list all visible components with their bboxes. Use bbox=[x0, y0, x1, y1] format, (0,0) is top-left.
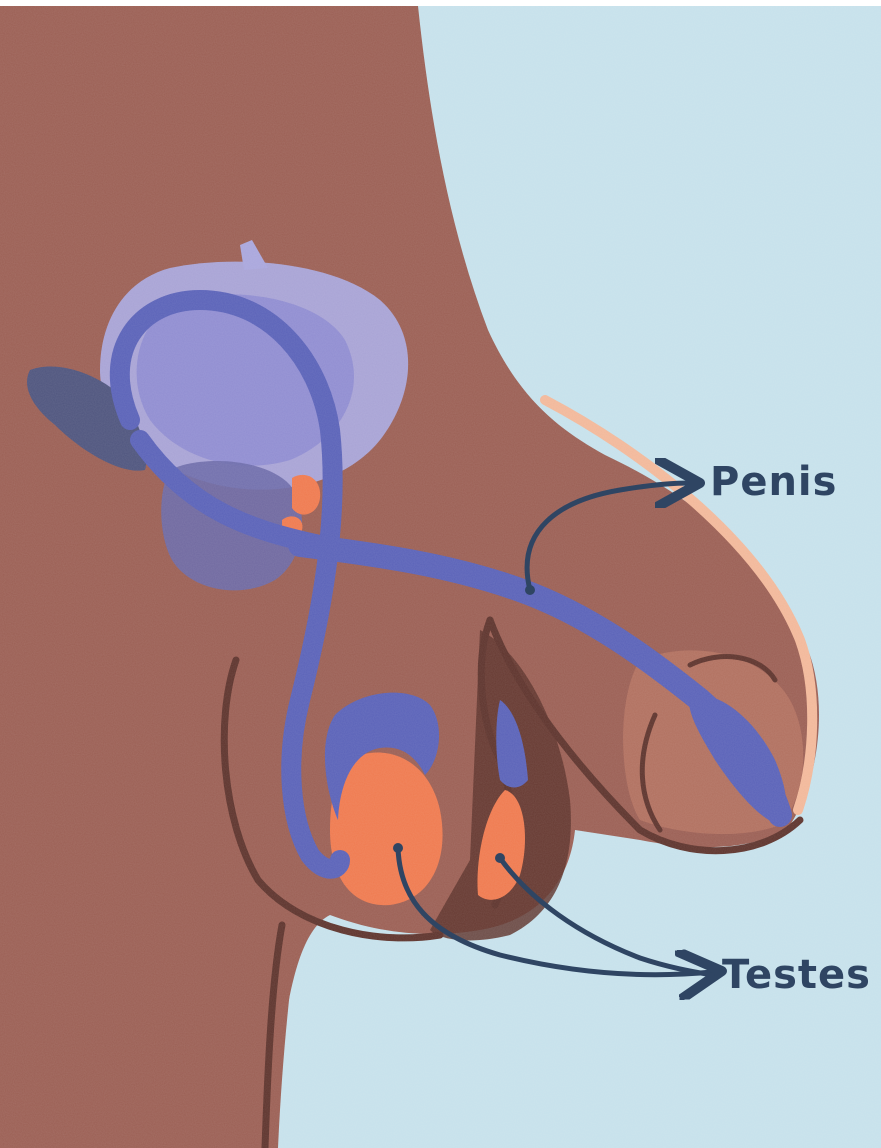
top-edge bbox=[0, 0, 881, 6]
penis-annotation-dot bbox=[525, 585, 535, 595]
testes-annotation-dot-right bbox=[495, 853, 505, 863]
penis-label: Penis bbox=[710, 462, 837, 502]
testes-label: Testes bbox=[722, 955, 871, 995]
testes-annotation-dot-left bbox=[393, 843, 403, 853]
